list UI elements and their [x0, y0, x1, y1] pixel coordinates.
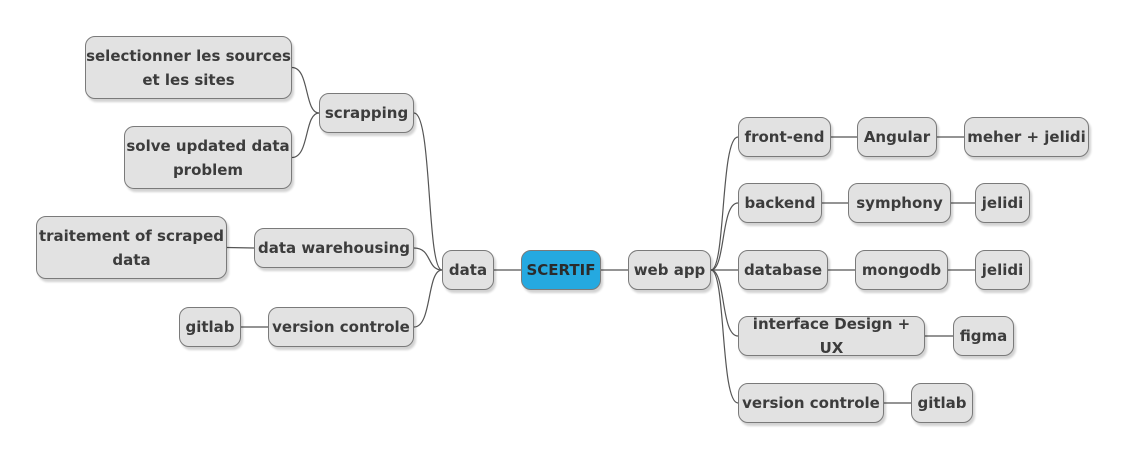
mindmap-node-figma: figma [953, 316, 1014, 356]
mindmap-node-gitlab-right: gitlab [911, 383, 973, 423]
connector-webapp-to-interface [710, 269, 739, 337]
mindmap-node-jelidi-2: jelidi [975, 250, 1030, 290]
mindmap-node-angular: Angular [857, 117, 937, 157]
mindmap-node-webapp: web app [628, 250, 711, 290]
mindmap-node-meher-jelidi: meher + jelidi [964, 117, 1089, 157]
mindmap-node-vc-left: version controle [268, 307, 414, 347]
mindmap-node-gitlab-left: gitlab [179, 307, 241, 347]
mindmap-node-mongodb: mongodb [855, 250, 948, 290]
mindmap-node-solve-updated: solve updated data problem [124, 126, 292, 189]
mindmap-node-scrapping: scrapping [319, 93, 414, 133]
connector-scrapping-to-solve-updated [291, 112, 320, 159]
connector-data-to-scrapping [413, 112, 443, 271]
connector-webapp-to-frontend [710, 136, 739, 271]
connector-webapp-to-vc-right [710, 269, 739, 404]
mindmap-node-database: database [738, 250, 828, 290]
mindmap-root-node: SCERTIF [521, 250, 601, 290]
mindmap-node-jelidi-1: jelidi [975, 183, 1030, 223]
connector-data-to-warehousing [413, 247, 443, 271]
mindmap-node-symphony: symphony [848, 183, 951, 223]
mindmap-node-interface: interface Design + UX [738, 315, 925, 357]
mindmap-node-frontend: front-end [738, 117, 831, 157]
mindmap-node-backend: backend [738, 183, 822, 223]
connector-scrapping-to-sel-sources [291, 66, 320, 114]
mindmap-node-sel-sources: selectionner les sources et les sites [85, 36, 292, 99]
mindmap-node-vc-right: version controle [738, 383, 884, 423]
connector-warehousing-to-traitement [226, 246, 255, 249]
connector-webapp-to-backend [710, 202, 739, 271]
mindmap-node-warehousing: data warehousing [254, 228, 414, 268]
connector-data-to-vc-left [413, 269, 443, 328]
mindmap-node-traitement: traitement of scraped data [36, 216, 227, 279]
mindmap-node-data: data [442, 250, 494, 290]
